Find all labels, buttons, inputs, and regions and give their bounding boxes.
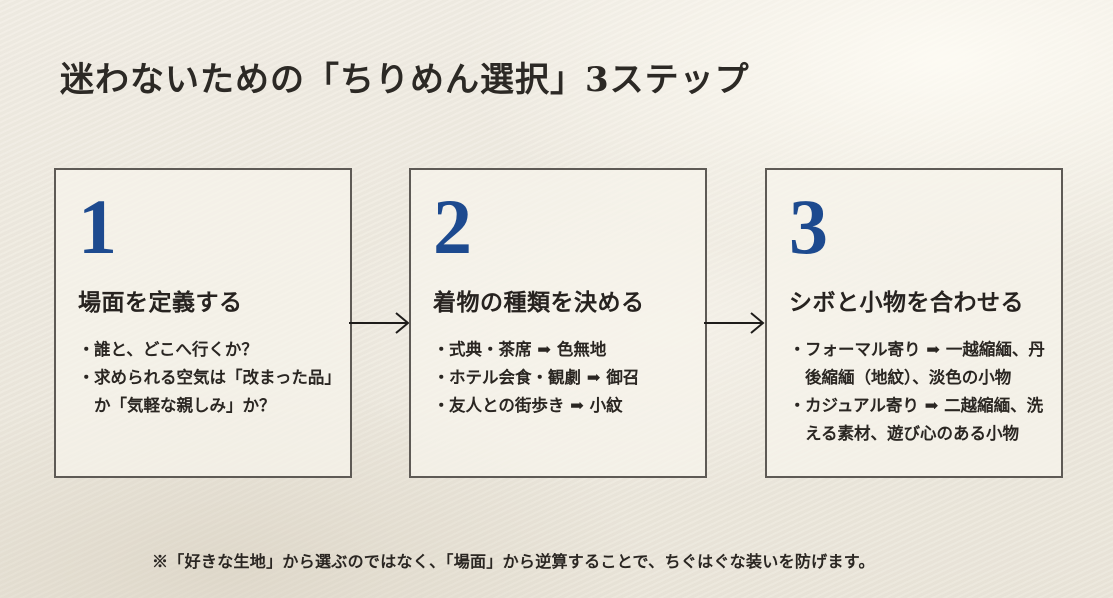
list-item: ・ホテル会食・観劇 ➡ 御召 xyxy=(433,364,695,392)
step-number: 2 xyxy=(433,183,472,270)
step-card-2: 2 着物の種類を決める ・式典・茶席 ➡ 色無地 ・ホテル会食・観劇 ➡ 御召 … xyxy=(409,168,707,478)
step-heading: 着物の種類を決める xyxy=(433,289,645,316)
step-number: 1 xyxy=(78,183,117,270)
right-arrow-icon xyxy=(349,310,411,336)
bullet-icon: ・ xyxy=(789,340,806,359)
step-list: ・式典・茶席 ➡ 色無地 ・ホテル会食・観劇 ➡ 御召 ・友人との街歩き ➡ 小… xyxy=(433,336,695,420)
list-item: ・式典・茶席 ➡ 色無地 xyxy=(433,336,695,364)
list-item: ・フォーマル寄り ➡ 一越縮緬、丹後縮緬（地紋）、淡色の小物 xyxy=(789,336,1051,392)
step-card-3: 3 シボと小物を合わせる ・フォーマル寄り ➡ 一越縮緬、丹後縮緬（地紋）、淡色… xyxy=(765,168,1063,478)
step-number: 3 xyxy=(789,183,828,270)
bullet-icon: ・ xyxy=(78,368,95,387)
bullet-icon: ・ xyxy=(78,340,95,359)
bullet-icon: ・ xyxy=(433,368,450,387)
bullet-icon: ・ xyxy=(789,396,806,415)
step-heading: シボと小物を合わせる xyxy=(789,289,1024,316)
list-item: ・求められる空気は「改まった品」か「気軽な親しみ」か？ xyxy=(78,364,340,420)
step-list: ・誰と、どこへ行くか？ ・求められる空気は「改まった品」か「気軽な親しみ」か？ xyxy=(78,336,340,420)
step-list: ・フォーマル寄り ➡ 一越縮緬、丹後縮緬（地紋）、淡色の小物 ・カジュアル寄り … xyxy=(789,336,1051,448)
bullet-icon: ・ xyxy=(433,396,450,415)
right-arrow-icon xyxy=(704,310,766,336)
list-item: ・友人との街歩き ➡ 小紋 xyxy=(433,392,695,420)
step-heading: 場面を定義する xyxy=(78,289,243,316)
list-item: ・カジュアル寄り ➡ 二越縮緬、洗える素材、遊び心のある小物 xyxy=(789,392,1051,448)
list-item: ・誰と、どこへ行くか？ xyxy=(78,336,340,364)
footnote: ※「好きな生地」から選ぶのではなく、「場面」から逆算することで、ちぐはぐな装いを… xyxy=(152,552,875,571)
step-card-1: 1 場面を定義する ・誰と、どこへ行くか？ ・求められる空気は「改まった品」か「… xyxy=(54,168,352,478)
page-title: 迷わないための「ちりめん選択」3ステップ xyxy=(60,60,750,100)
bullet-icon: ・ xyxy=(433,340,450,359)
